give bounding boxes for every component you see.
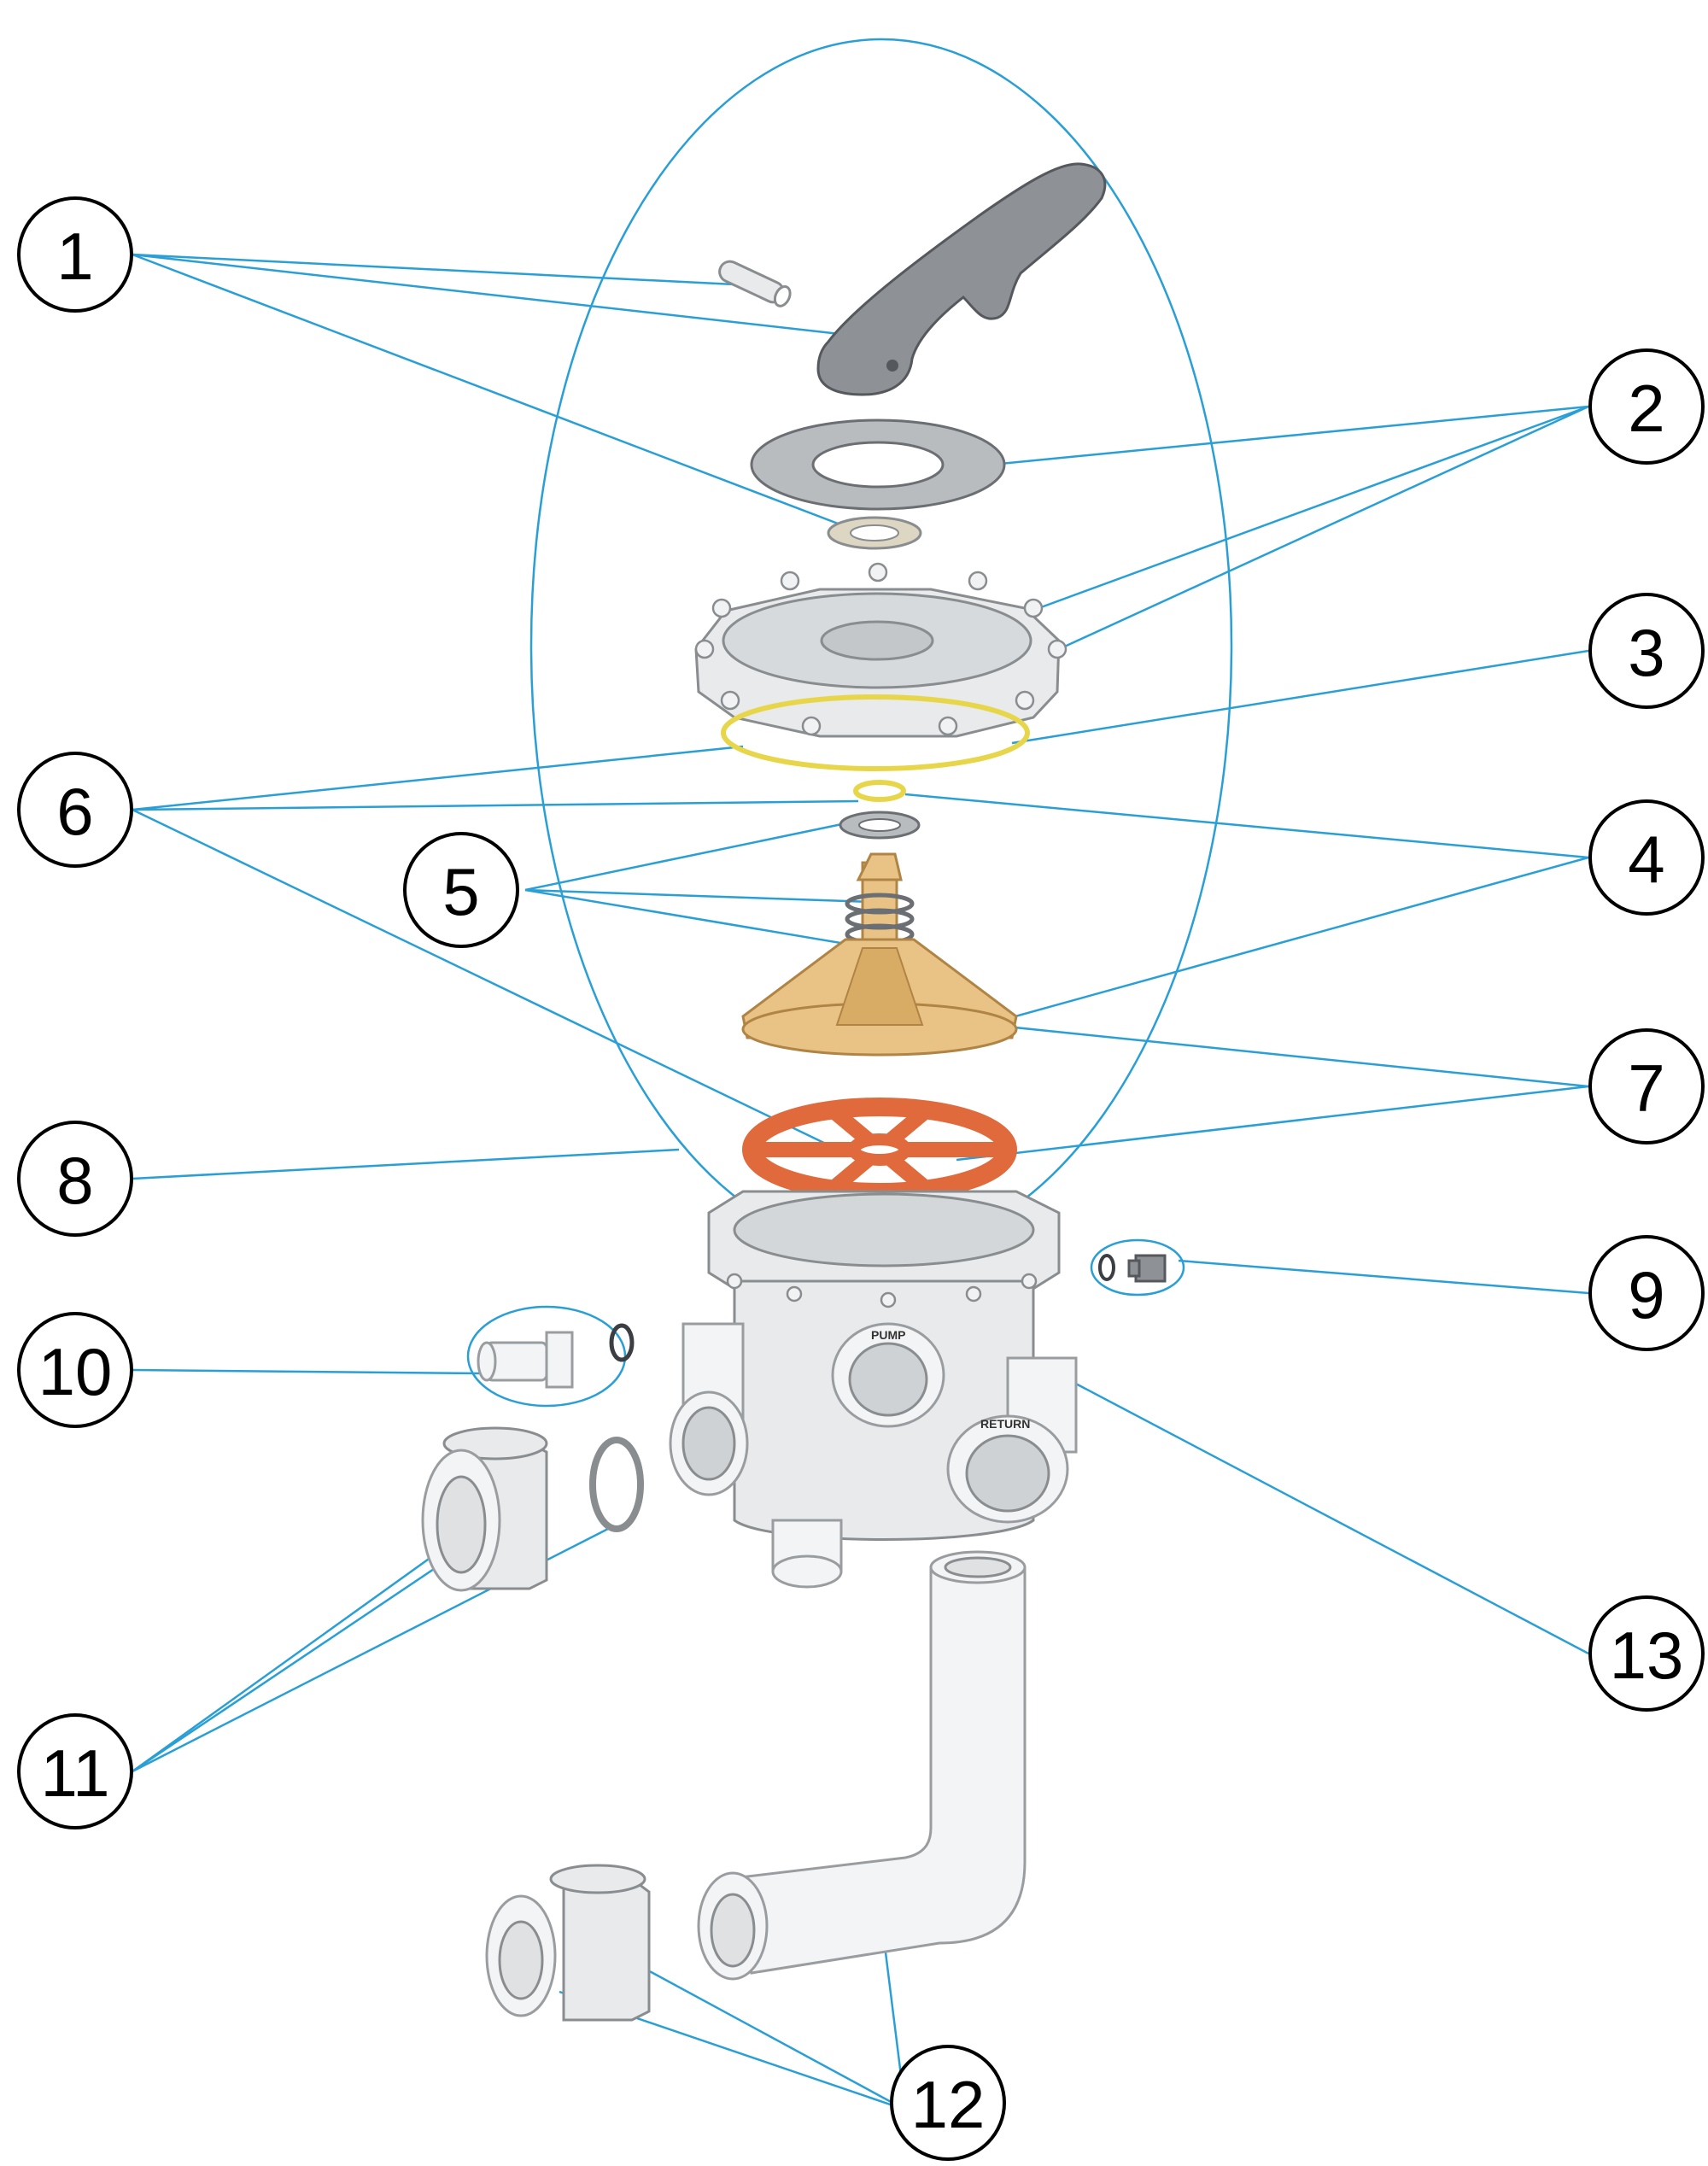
leader-lines — [132, 253, 1589, 2111]
callout-label: 10 — [38, 1334, 113, 1409]
callout-label: 5 — [442, 854, 479, 929]
callout-label: 7 — [1628, 1051, 1664, 1126]
callout-label: 12 — [911, 2067, 986, 2142]
callout-label: 1 — [56, 219, 93, 294]
star-gasket — [742, 1098, 1017, 1202]
callout-label: 6 — [56, 774, 93, 849]
small-o-ring — [853, 780, 906, 802]
sight-glass — [477, 1323, 635, 1389]
pump-port-label: PUMP — [871, 1328, 905, 1342]
callout-8: 8 — [17, 1121, 133, 1237]
cover-o-ring — [721, 694, 1030, 771]
callout-9: 9 — [1588, 1235, 1705, 1351]
callout-7: 7 — [1588, 1028, 1705, 1144]
ports — [669, 1322, 1078, 1589]
handle-assembly — [718, 162, 1107, 396]
handle — [816, 162, 1107, 396]
pin — [718, 260, 792, 307]
callout-label: 9 — [1628, 1257, 1664, 1332]
return-port-label: RETURN — [980, 1417, 1030, 1431]
callout-13: 13 — [1588, 1595, 1705, 1712]
drain-plug — [1098, 1254, 1167, 1283]
plug-group-outline — [1090, 1238, 1185, 1297]
union-fitting-upper — [421, 1426, 644, 1592]
callout-label: 2 — [1628, 371, 1664, 446]
callout-label: 8 — [56, 1143, 93, 1218]
callout-10: 10 — [17, 1312, 133, 1428]
callout-11: 11 — [17, 1713, 133, 1829]
callout-label: 11 — [41, 1736, 110, 1811]
callout-2: 2 — [1588, 348, 1705, 465]
cover-bolts — [694, 562, 1068, 736]
union-fitting-lower — [485, 1864, 651, 2022]
callout-6: 6 — [17, 752, 133, 868]
cover-assembly — [694, 419, 1068, 738]
callout-1: 1 — [17, 196, 133, 313]
callout-label: 3 — [1628, 615, 1664, 690]
callout-label: 13 — [1610, 1618, 1684, 1693]
callout-label: 4 — [1628, 822, 1664, 897]
callout-3: 3 — [1588, 593, 1705, 709]
elbow-pipe — [697, 1550, 1027, 1981]
valve-body: PUMP RETURN — [669, 1190, 1078, 1589]
callout-12: 12 — [890, 2045, 1006, 2161]
rotor — [741, 938, 1018, 1057]
callout-4: 4 — [1588, 799, 1705, 916]
callout-5: 5 — [403, 832, 519, 948]
